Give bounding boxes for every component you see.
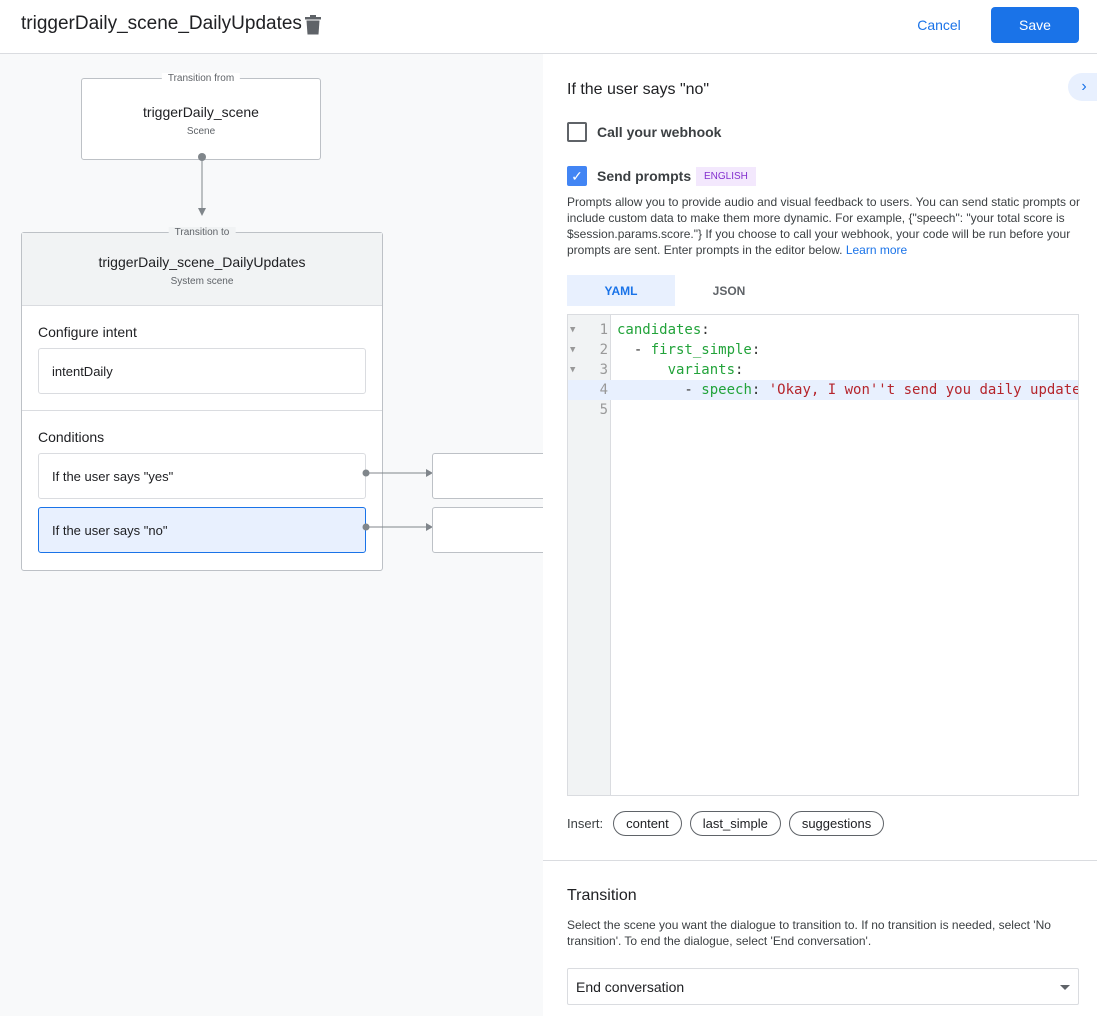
- condition-yes-target[interactable]: [432, 453, 543, 499]
- transition-title: Transition: [567, 887, 637, 904]
- code-line: [617, 400, 1078, 420]
- configure-intent-label: Configure intent: [38, 324, 137, 340]
- divider: [22, 410, 382, 411]
- cancel-button[interactable]: Cancel: [905, 8, 973, 42]
- code-token: first_simple: [650, 342, 752, 358]
- condition-yes[interactable]: If the user says "yes": [38, 453, 366, 499]
- from-scene-type: Scene: [186, 126, 216, 137]
- code-token: candidates: [617, 322, 702, 338]
- line-numbers: ▼1 ▼2 ▼3 4 5: [568, 320, 608, 420]
- active-line-highlight: [568, 380, 1078, 400]
- language-badge: ENGLISH: [696, 167, 756, 186]
- prompts-description: Prompts allow you to provide audio and v…: [567, 194, 1082, 258]
- code-token: :: [751, 382, 769, 398]
- condition-no-target[interactable]: [432, 507, 543, 553]
- header: triggerDaily_scene_DailyUpdates Cancel S…: [0, 0, 1097, 54]
- code-token: :: [735, 362, 744, 378]
- transition-description: Select the scene you want the dialogue t…: [567, 918, 1051, 948]
- code-token: :: [751, 342, 761, 358]
- transition-to-node: Transition to triggerDaily_scene_DailyUp…: [21, 227, 383, 571]
- to-node-header[interactable]: Transition to triggerDaily_scene_DailyUp…: [22, 227, 382, 306]
- line-number: ▼3: [570, 362, 608, 378]
- code-line: variants:: [617, 360, 1078, 380]
- line-number: ▼2: [570, 342, 608, 358]
- from-scene-name: triggerDaily_scene: [143, 104, 259, 120]
- code-line: - first_simple:: [617, 340, 1078, 360]
- line-number: ▼1: [570, 322, 608, 338]
- code-line: candidates:: [617, 320, 1078, 340]
- conditions-label: Conditions: [38, 429, 105, 445]
- scene-canvas[interactable]: Transition from triggerDaily_scene Scene…: [0, 54, 543, 1016]
- code-token: -: [617, 382, 702, 398]
- code-token: [617, 362, 668, 378]
- insert-row: Insert: content last_simple suggestions: [567, 811, 885, 836]
- send-prompts-label: Send prompts: [597, 168, 692, 184]
- page-title: triggerDaily_scene_DailyUpdates: [21, 13, 302, 34]
- condition-connectors: [362, 469, 433, 531]
- transition-select[interactable]: End conversation: [567, 968, 1079, 1005]
- to-scene-name: triggerDaily_scene_DailyUpdates: [98, 254, 306, 270]
- insert-last-simple-chip[interactable]: last_simple: [689, 811, 781, 836]
- transition-to-caption: Transition to: [168, 227, 236, 238]
- detail-panel: › If the user says "no" Call your webhoo…: [543, 54, 1097, 1016]
- insert-label: Insert:: [567, 816, 604, 831]
- to-scene-type: System scene: [170, 276, 234, 287]
- send-prompts-checkbox[interactable]: ✓: [567, 166, 587, 186]
- intent-field[interactable]: intentDaily: [38, 348, 366, 394]
- connector-arrow: [198, 153, 206, 216]
- tab-json[interactable]: JSON: [712, 283, 746, 298]
- insert-content-chip[interactable]: content: [613, 811, 682, 836]
- condition-no[interactable]: If the user says "no": [38, 507, 366, 553]
- code-token: -: [617, 342, 651, 358]
- code-editor[interactable]: ▼1 ▼2 ▼3 4 5 candidates: - first_simple: var…: [567, 314, 1079, 796]
- transition-from-caption: Transition from: [161, 73, 241, 84]
- description-text: Prompts allow you to provide audio and v…: [567, 195, 1080, 257]
- learn-more-link[interactable]: Learn more: [845, 243, 908, 257]
- code-token: speech: [701, 382, 752, 398]
- transition-from-node[interactable]: Transition from triggerDaily_scene Scene: [81, 73, 321, 160]
- collapse-panel-chevron-icon[interactable]: ›: [1068, 73, 1097, 101]
- dropdown-arrow-icon: [1060, 985, 1070, 990]
- divider: [543, 860, 1097, 861]
- trash-icon[interactable]: [304, 14, 322, 36]
- code-token: variants: [667, 362, 736, 378]
- transition-selected-value: End conversation: [576, 978, 685, 995]
- webhook-checkbox[interactable]: [567, 122, 587, 142]
- panel-title: If the user says "no": [567, 81, 710, 98]
- insert-suggestions-chip[interactable]: suggestions: [788, 811, 885, 836]
- save-button[interactable]: Save: [991, 7, 1079, 43]
- code-token: :: [701, 322, 710, 338]
- line-number: 5: [599, 402, 608, 418]
- webhook-label: Call your webhook: [597, 124, 722, 140]
- tab-yaml[interactable]: YAML: [567, 275, 675, 306]
- code-line: - speech: 'Okay, I won''t send you daily…: [617, 380, 1079, 400]
- code-content[interactable]: candidates: - first_simple: variants: - …: [617, 320, 1079, 420]
- code-token: 'Okay, I won''t send you daily update: [768, 382, 1079, 398]
- line-number: 4: [599, 382, 608, 398]
